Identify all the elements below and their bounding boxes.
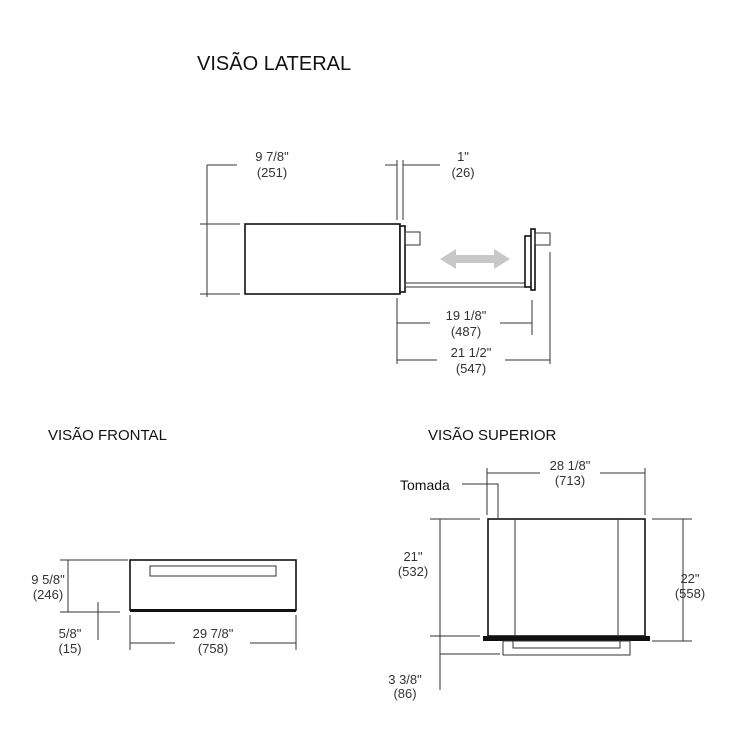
lateral-view-drawing [200, 160, 551, 364]
outlet-label: Tomada [400, 477, 450, 493]
front-view-title: VISÃO FRONTAL [48, 427, 167, 444]
drawer-front-panel [399, 225, 406, 293]
lateral-height-in: 9 7/8" [255, 149, 289, 164]
front-width-mm: (758) [198, 641, 228, 656]
extended-knob [534, 232, 551, 246]
front-width-in: 29 7/8" [193, 626, 234, 641]
drawer-base [130, 609, 296, 612]
extended-front-tab [530, 228, 536, 291]
top-depth-in: 21" [403, 549, 422, 564]
drawer-body [244, 223, 401, 295]
drawer-top [487, 518, 646, 637]
front-height-mm: (246) [33, 587, 63, 602]
top-depth-mm: (532) [398, 564, 428, 579]
top-front-plate [483, 636, 650, 641]
lateral-front-in: 1" [457, 149, 469, 164]
lateral-depth-in: 21 1/2" [451, 345, 492, 360]
top-view-drawing [430, 468, 692, 690]
top-handle-in: 3 3/8" [388, 672, 422, 687]
lateral-travel-mm: (487) [451, 324, 481, 339]
lateral-depth-mm: (547) [456, 361, 486, 376]
lateral-height-mm: (251) [257, 165, 287, 180]
front-view-drawing [60, 559, 297, 650]
lateral-front-mm: (26) [451, 165, 474, 180]
drawer-knob [404, 231, 421, 246]
slide-direction-arrow-icon [440, 249, 510, 269]
top-overall-mm: (558) [675, 586, 705, 601]
front-base-in: 5/8" [59, 626, 82, 641]
lateral-travel-in: 19 1/8" [446, 308, 487, 323]
drawer-front [129, 559, 297, 611]
lateral-view-title: VISÃO LATERAL [197, 51, 351, 75]
drawer-rail [404, 282, 528, 288]
front-base-mm: (15) [58, 641, 81, 656]
top-width-in: 28 1/8" [550, 458, 591, 473]
top-handle-mm: (86) [393, 686, 416, 701]
drawer-handle-slot [149, 565, 277, 577]
top-overall-in: 22" [680, 571, 699, 586]
top-width-mm: (713) [555, 473, 585, 488]
front-height-in: 9 5/8" [31, 572, 65, 587]
top-view-title: VISÃO SUPERIOR [428, 427, 557, 444]
